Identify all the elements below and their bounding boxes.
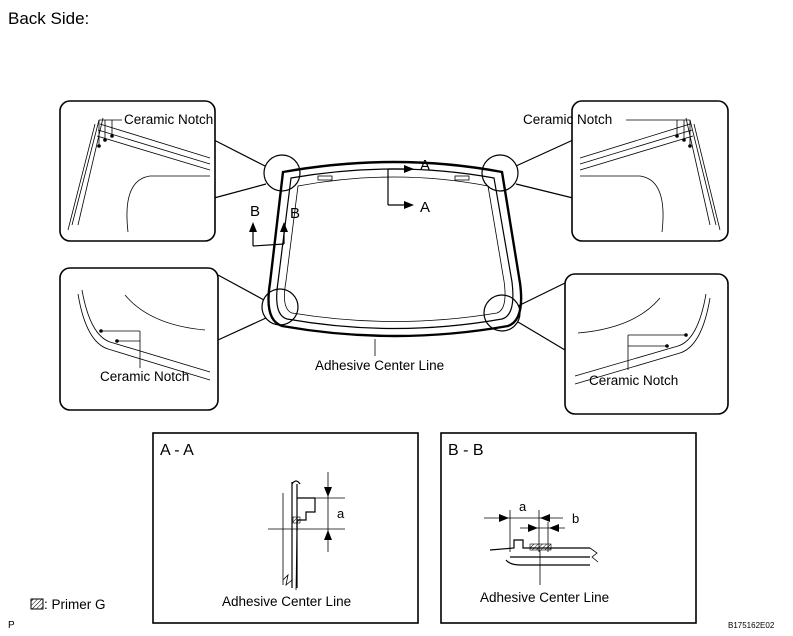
detail-box-bottom-right: Ceramic Notch [564, 273, 729, 415]
section-aa-title: A - A [160, 442, 194, 459]
legend-primer: : Primer G [30, 597, 106, 612]
section-a-label-top: A [420, 157, 430, 174]
ceramic-notch-label-top-left: Ceramic Notch [124, 112, 213, 127]
section-b-marker: B B [249, 203, 300, 247]
page-title: Back Side: [8, 9, 89, 28]
ceramic-notch-label-bottom-right: Ceramic Notch [589, 373, 678, 388]
hatched-square-icon [30, 598, 44, 610]
ceramic-notch-label-bottom-left: Ceramic Notch [100, 369, 189, 384]
aa-dim-a: a [337, 506, 345, 521]
section-bb-panel: B - B a b Adhesive Center Line [440, 432, 697, 624]
aa-adhesive-center-line-label: Adhesive Center Line [222, 594, 351, 609]
section-a-label-bottom: A [420, 199, 430, 216]
bb-dim-a: a [519, 499, 527, 514]
bb-dim-b: b [572, 511, 579, 526]
legend-primer-label: : Primer G [44, 597, 106, 612]
detail-box-top-right: Ceramic Notch [523, 100, 729, 242]
bb-adhesive-center-line-label: Adhesive Center Line [480, 590, 609, 605]
ceramic-notch-label-top-right: Ceramic Notch [523, 112, 612, 127]
section-b-label-right: B [290, 205, 300, 222]
main-adhesive-center-line-label: Adhesive Center Line [315, 358, 444, 373]
detail-box-top-left: Ceramic Notch [59, 100, 216, 242]
corner-mark: P [8, 620, 15, 631]
windshield-outline [267, 160, 523, 338]
figure-code: B175162E02 [728, 621, 775, 630]
section-bb-title: B - B [448, 442, 484, 459]
corner-detail-circles [213, 139, 574, 351]
section-b-label-left: B [250, 203, 260, 220]
detail-box-bottom-left: Ceramic Notch [59, 267, 219, 411]
section-aa-panel: A - A a Adhesive Center Line [152, 432, 419, 624]
section-a-marker: A A [387, 157, 430, 216]
